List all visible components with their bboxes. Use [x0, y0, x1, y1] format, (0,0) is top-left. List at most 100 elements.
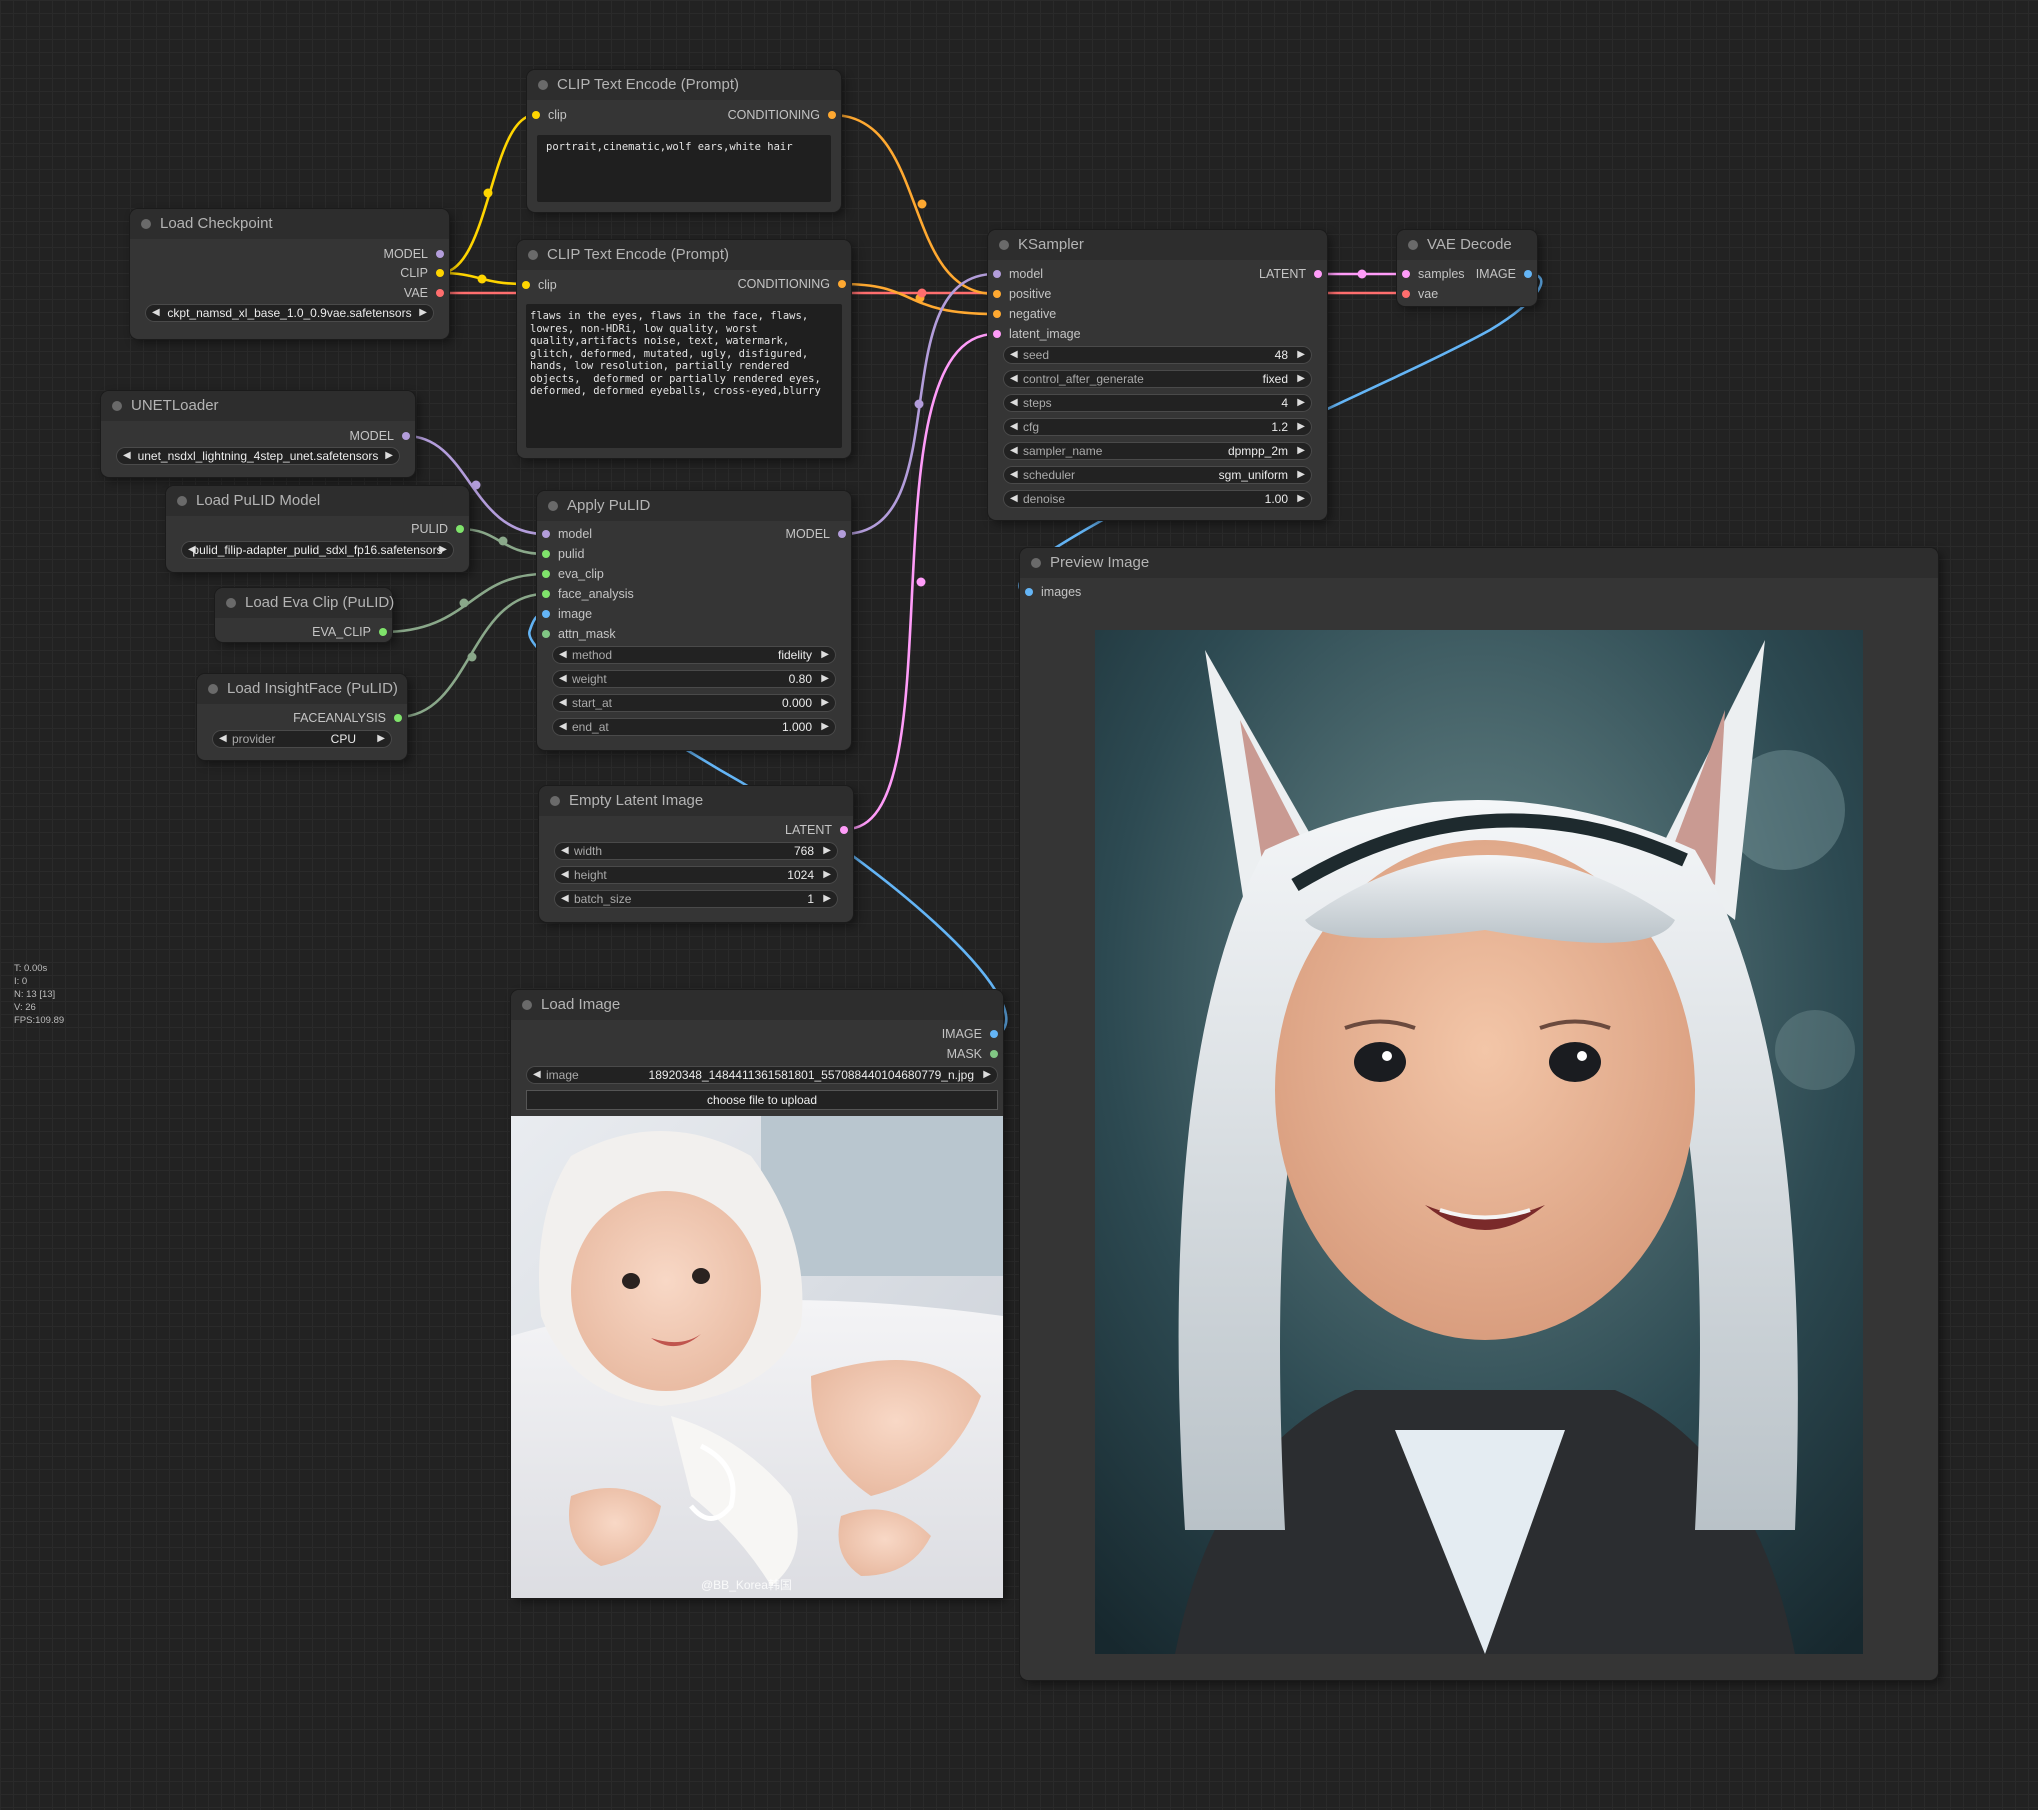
- pulid-file-combo[interactable]: ◀pulid_filip-adapter_pulid_sdxl_fp16.saf…: [181, 541, 454, 559]
- node-title[interactable]: Load InsightFace (PuLID): [197, 674, 407, 704]
- clip-text-encode-negative-node[interactable]: CLIP Text Encode (Prompt) clip CONDITION…: [517, 240, 851, 458]
- input-eva-clip[interactable]: eva_clip: [542, 566, 604, 582]
- output-clip[interactable]: CLIP: [400, 265, 444, 281]
- arrow-left-icon[interactable]: ◀: [561, 869, 569, 880]
- arrow-left-icon[interactable]: ◀: [561, 893, 569, 904]
- socket-icon[interactable]: [394, 714, 402, 722]
- socket-icon[interactable]: [990, 1030, 998, 1038]
- arrow-left-icon[interactable]: ◀: [1010, 493, 1018, 504]
- upload-button[interactable]: choose file to upload: [526, 1090, 998, 1110]
- output-latent[interactable]: LATENT: [785, 822, 848, 838]
- socket-icon[interactable]: [436, 250, 444, 258]
- arrow-left-icon[interactable]: ◀: [559, 697, 567, 708]
- collapse-dot-icon[interactable]: [226, 598, 236, 608]
- socket-icon[interactable]: [402, 432, 410, 440]
- socket-icon[interactable]: [542, 590, 550, 598]
- socket-icon[interactable]: [838, 530, 846, 538]
- arrow-left-icon[interactable]: ◀: [559, 649, 567, 660]
- node-title[interactable]: CLIP Text Encode (Prompt): [517, 240, 851, 270]
- socket-icon[interactable]: [840, 826, 848, 834]
- vae-decode-node[interactable]: VAE Decode samples IMAGE vae: [1397, 230, 1537, 306]
- output-model[interactable]: MODEL: [786, 526, 846, 542]
- node-title[interactable]: Preview Image: [1020, 548, 1938, 578]
- socket-icon[interactable]: [828, 111, 836, 119]
- arrow-right-icon[interactable]: ▶: [1297, 493, 1305, 504]
- arrow-left-icon[interactable]: ◀: [1010, 349, 1018, 360]
- arrow-right-icon[interactable]: ▶: [821, 649, 829, 660]
- socket-icon[interactable]: [993, 330, 1001, 338]
- output-model[interactable]: MODEL: [384, 246, 444, 262]
- socket-icon[interactable]: [542, 610, 550, 618]
- input-clip[interactable]: clip: [522, 277, 557, 293]
- output-image[interactable]: IMAGE: [942, 1026, 998, 1042]
- arrow-right-icon[interactable]: ▶: [823, 845, 831, 856]
- preview-image-node[interactable]: Preview Image images: [1020, 548, 1938, 1680]
- output-latent[interactable]: LATENT: [1259, 266, 1322, 282]
- socket-icon[interactable]: [379, 628, 387, 636]
- output-eva-clip[interactable]: EVA_CLIP: [312, 624, 387, 640]
- arrow-right-icon[interactable]: ▶: [1297, 445, 1305, 456]
- arrow-right-icon[interactable]: ▶: [1297, 421, 1305, 432]
- collapse-dot-icon[interactable]: [550, 796, 560, 806]
- collapse-dot-icon[interactable]: [999, 240, 1009, 250]
- socket-icon[interactable]: [1314, 270, 1322, 278]
- arrow-left-icon[interactable]: ◀: [219, 733, 227, 744]
- arrow-left-icon[interactable]: ◀: [1010, 469, 1018, 480]
- prompt-textarea[interactable]: portrait,cinematic,wolf ears,white hair: [537, 135, 831, 202]
- node-title[interactable]: Load Checkpoint: [130, 209, 449, 239]
- collapse-dot-icon[interactable]: [208, 684, 218, 694]
- collapse-dot-icon[interactable]: [177, 496, 187, 506]
- output-pulid[interactable]: PULID: [411, 521, 464, 537]
- node-title[interactable]: Empty Latent Image: [539, 786, 853, 816]
- output-mask[interactable]: MASK: [947, 1046, 998, 1062]
- unet-loader-node[interactable]: UNETLoader MODEL ◀unet_nsdxl_lightning_4…: [101, 391, 415, 477]
- input-attn-mask[interactable]: attn_mask: [542, 626, 616, 642]
- collapse-dot-icon[interactable]: [141, 219, 151, 229]
- collapse-dot-icon[interactable]: [1408, 240, 1418, 250]
- socket-icon[interactable]: [990, 1050, 998, 1058]
- socket-icon[interactable]: [1402, 290, 1410, 298]
- input-model[interactable]: model: [542, 526, 592, 542]
- ksampler-node[interactable]: KSampler model LATENT positive negative …: [988, 230, 1327, 520]
- arrow-right-icon[interactable]: ▶: [439, 544, 447, 555]
- arrow-right-icon[interactable]: ▶: [419, 307, 427, 318]
- output-image[interactable]: IMAGE: [1476, 266, 1532, 282]
- node-title[interactable]: KSampler: [988, 230, 1327, 260]
- node-title[interactable]: CLIP Text Encode (Prompt): [527, 70, 841, 100]
- socket-icon[interactable]: [1402, 270, 1410, 278]
- socket-icon[interactable]: [838, 280, 846, 288]
- socket-icon[interactable]: [993, 290, 1001, 298]
- collapse-dot-icon[interactable]: [538, 80, 548, 90]
- socket-icon[interactable]: [456, 525, 464, 533]
- ckpt-name-combo[interactable]: ◀ckpt_namsd_xl_base_1.0_0.9vae.safetenso…: [145, 304, 434, 322]
- arrow-left-icon[interactable]: ◀: [533, 1069, 541, 1080]
- node-title[interactable]: UNETLoader: [101, 391, 415, 421]
- socket-icon[interactable]: [436, 269, 444, 277]
- arrow-left-icon[interactable]: ◀: [1010, 421, 1018, 432]
- load-pulid-model-node[interactable]: Load PuLID Model PULID ◀pulid_filip-adap…: [166, 486, 469, 572]
- arrow-right-icon[interactable]: ▶: [377, 733, 385, 744]
- input-face-analysis[interactable]: face_analysis: [542, 586, 634, 602]
- arrow-left-icon[interactable]: ◀: [1010, 445, 1018, 456]
- socket-icon[interactable]: [993, 270, 1001, 278]
- unet-name-combo[interactable]: ◀unet_nsdxl_lightning_4step_unet.safeten…: [116, 447, 400, 465]
- socket-icon[interactable]: [542, 550, 550, 558]
- clip-text-encode-positive-node[interactable]: CLIP Text Encode (Prompt) clip CONDITION…: [527, 70, 841, 212]
- node-title[interactable]: Load Eva Clip (PuLID): [215, 588, 394, 618]
- socket-icon[interactable]: [542, 530, 550, 538]
- input-vae[interactable]: vae: [1402, 286, 1438, 302]
- socket-icon[interactable]: [436, 289, 444, 297]
- arrow-right-icon[interactable]: ▶: [1297, 373, 1305, 384]
- arrow-left-icon[interactable]: ◀: [559, 721, 567, 732]
